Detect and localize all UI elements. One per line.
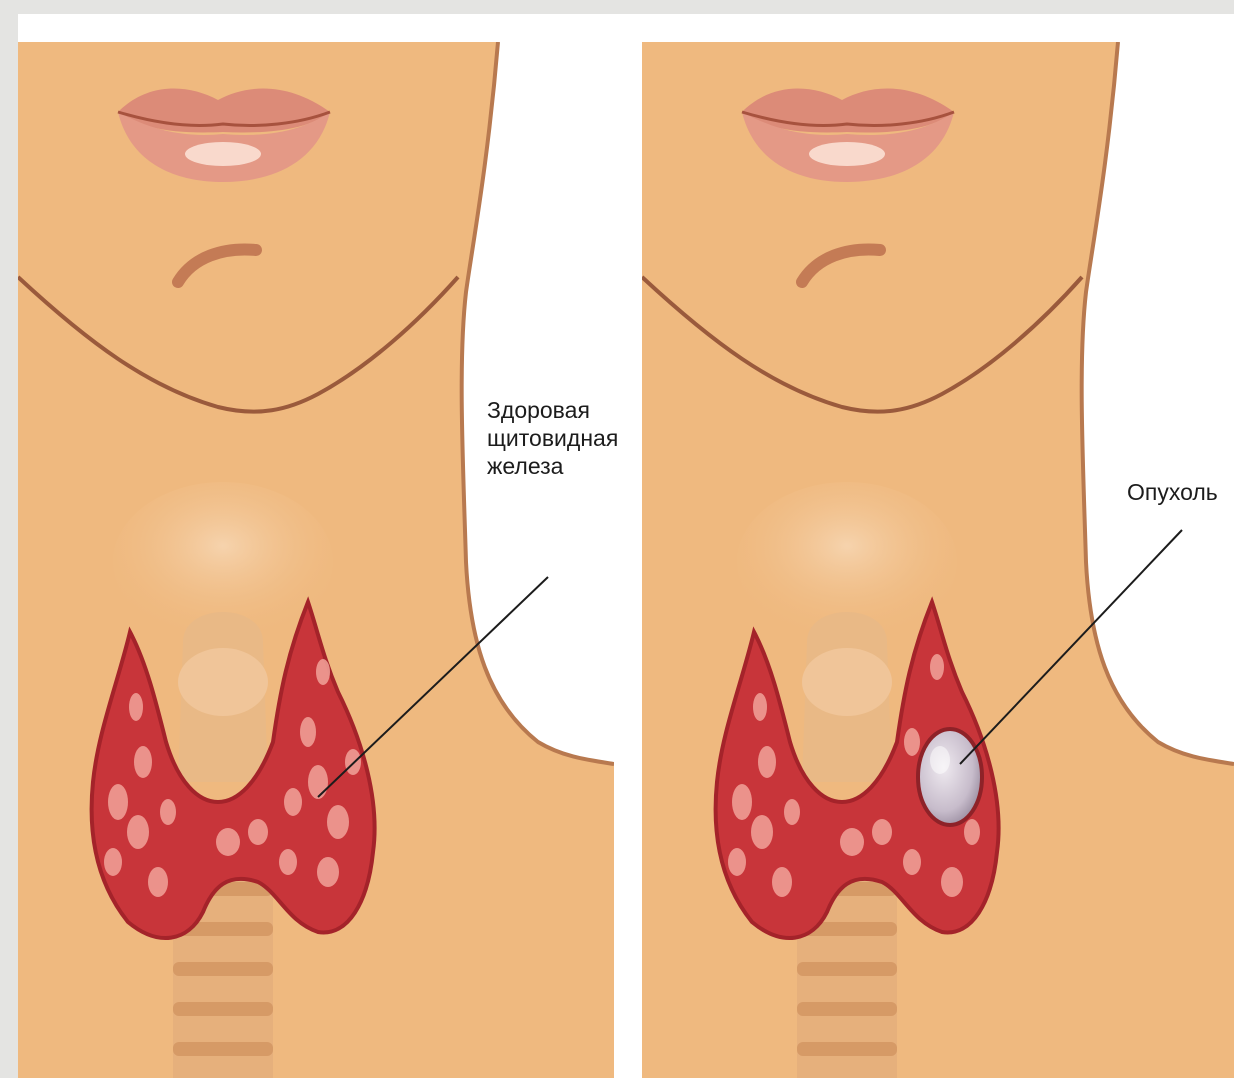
healthy-neck-illustration bbox=[18, 42, 614, 1078]
healthy-gland-label-line-1: Здоровая bbox=[487, 396, 618, 424]
healthy-gland-label-line-3: железа bbox=[487, 452, 618, 480]
tumor-neck-illustration bbox=[642, 42, 1234, 1078]
tumor-nodule bbox=[918, 729, 982, 825]
healthy-gland-label-line-2: щитовидная bbox=[487, 424, 618, 452]
tumor-label-text: Опухоль bbox=[1127, 478, 1218, 506]
tumor-thyroid-panel bbox=[642, 42, 1234, 1078]
healthy-gland-label: Здоровая щитовидная железа bbox=[487, 396, 618, 480]
tumor-label: Опухоль bbox=[1127, 478, 1218, 506]
healthy-thyroid-panel bbox=[18, 42, 614, 1078]
